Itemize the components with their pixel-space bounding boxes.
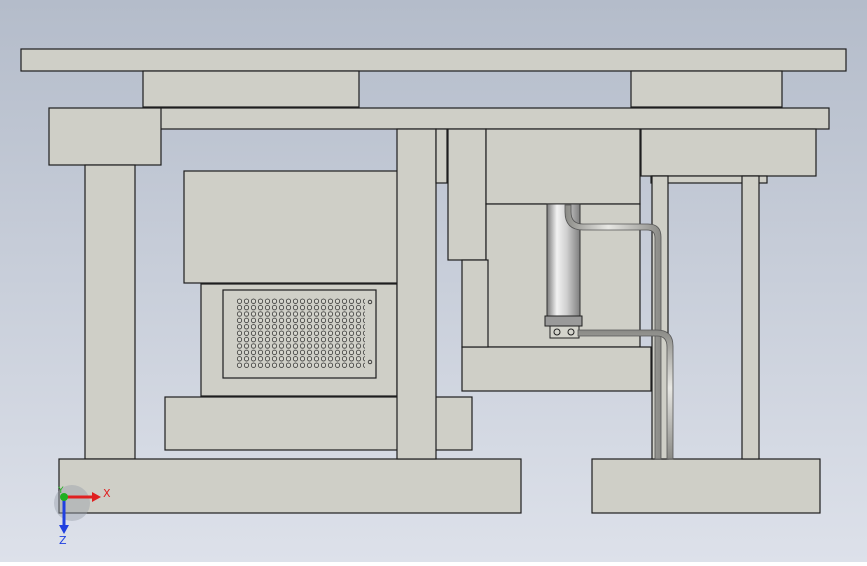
base-plate-right (591, 458, 821, 514)
thin-guide-strip (435, 128, 448, 184)
air-pipe-upper (564, 204, 662, 460)
slide-base-block (461, 346, 652, 392)
air-cylinder (546, 203, 581, 320)
slide-guide-bar (447, 128, 487, 261)
x-axis-label: X (103, 487, 111, 500)
mold-block-upper (183, 170, 399, 284)
vent-hole-grid (236, 298, 365, 368)
vent-screw (367, 359, 373, 365)
z-axis-label: Z (59, 534, 67, 547)
y-axis-label: Y (57, 486, 64, 496)
mount-bolt-icon (553, 328, 561, 336)
x-axis-arrowhead (92, 492, 101, 502)
spacer-block-right (630, 70, 783, 108)
slide-side-plate (461, 259, 489, 348)
slide-housing-top (485, 128, 641, 205)
left-support-column (84, 164, 136, 460)
upper-mold-plate (150, 107, 830, 130)
air-pipe-lower (577, 329, 674, 460)
cylinder-end-cap (544, 315, 583, 327)
right-bracket-plate (640, 128, 817, 177)
base-plate-left (58, 458, 522, 514)
coordinate-triad: X Y Z (54, 485, 111, 547)
mount-bolt-icon (567, 328, 575, 336)
z-axis-arrowhead (59, 525, 69, 534)
top-clamp-plate (20, 48, 847, 72)
left-bracket (48, 107, 162, 166)
y-axis-dot (60, 493, 68, 501)
spacer-block-left (142, 70, 360, 108)
vent-screw (367, 299, 373, 305)
right-lip (650, 175, 768, 184)
right-support-column-outer (741, 175, 760, 460)
center-support-column (396, 128, 437, 460)
